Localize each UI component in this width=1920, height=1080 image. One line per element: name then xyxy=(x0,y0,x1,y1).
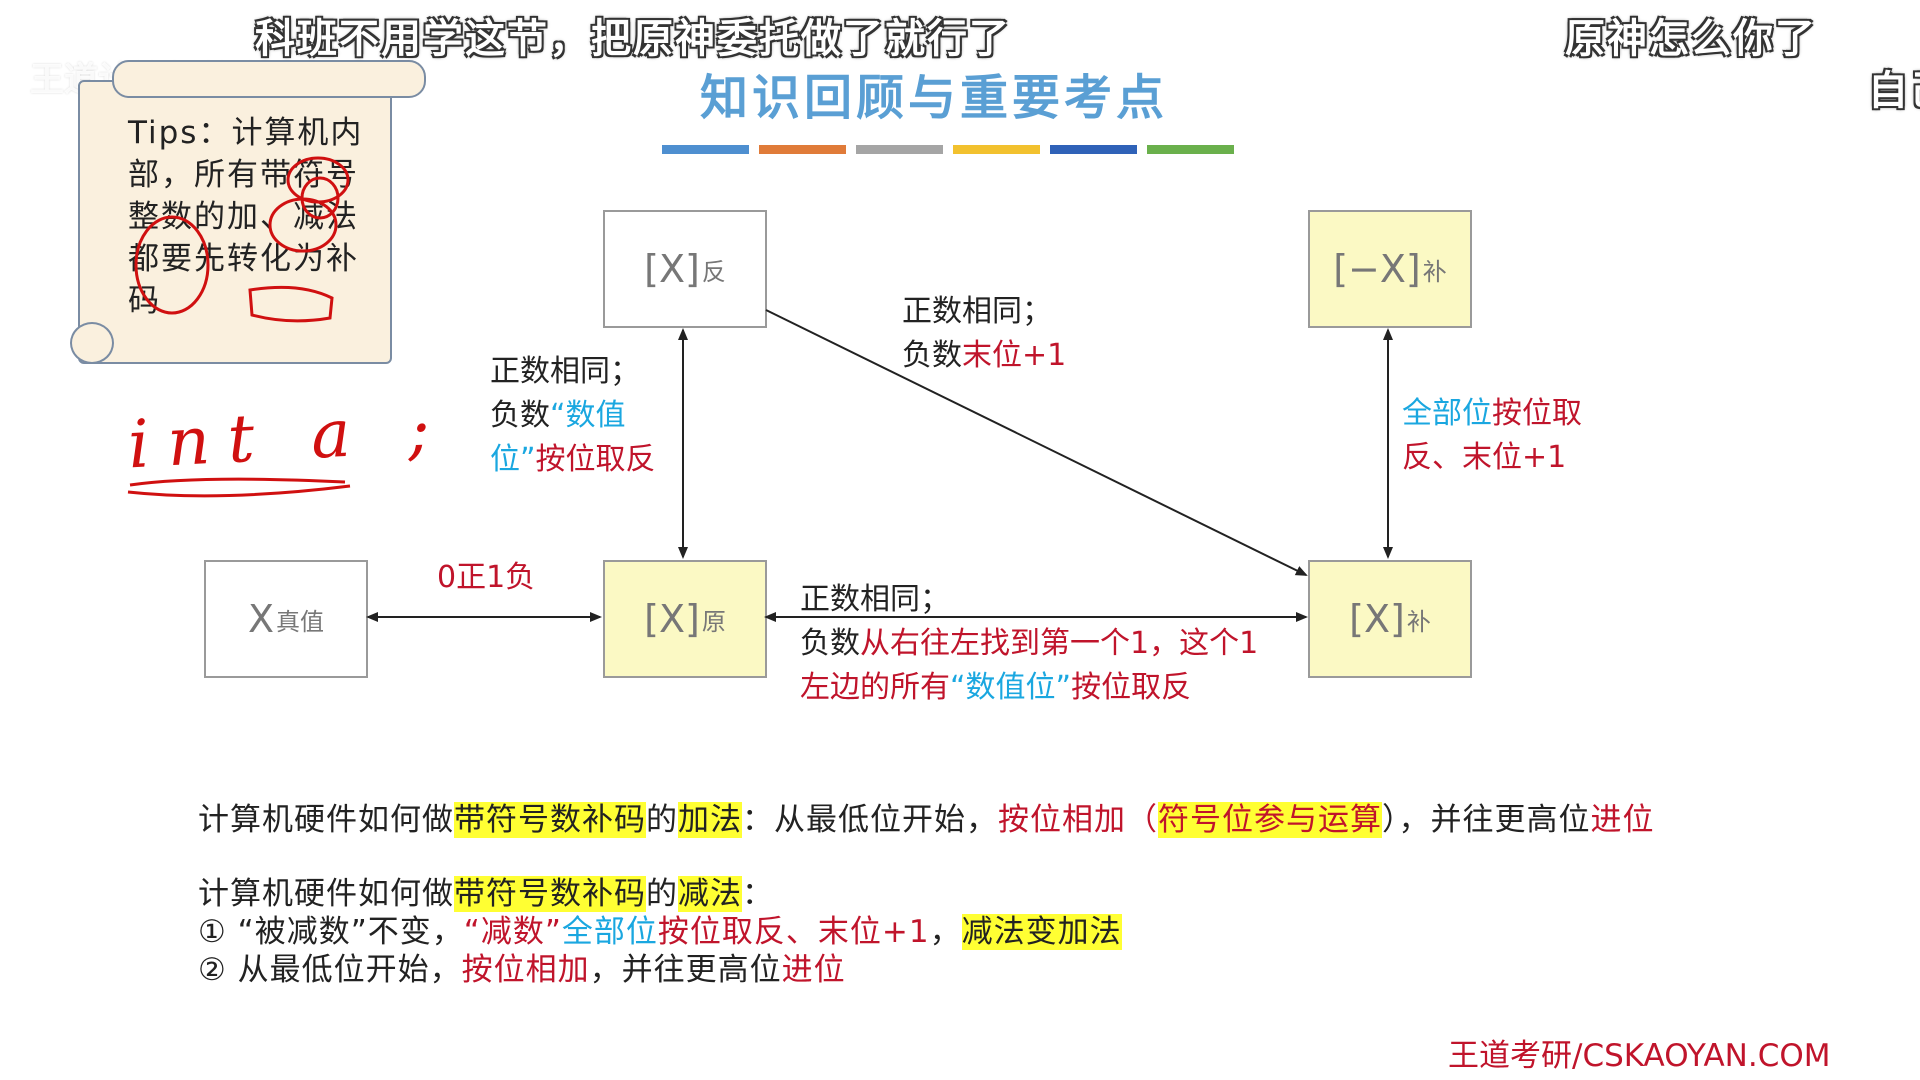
label-twos-to-neg-line1b: 按位取 xyxy=(1492,396,1582,431)
label-orig-to-twos-line3: 左边的所有“数值位”按位取反 xyxy=(800,666,1258,710)
danmaku-comment-2: 原神怎么你了 xyxy=(1565,16,1817,62)
subtraction-step2-b: 按位相加 xyxy=(461,952,590,988)
label-ones-to-twos-line2a: 负数 xyxy=(902,338,962,373)
label-orig-to-twos: 正数相同； 负数从右往左找到第一个1，这个1 左边的所有“数值位”按位取反 xyxy=(800,578,1258,710)
label-ones-to-twos: 正数相同； 负数末位+1 xyxy=(902,290,1066,378)
addition-p1: 计算机硬件如何做 xyxy=(198,802,454,838)
subtraction-p4: 减法 xyxy=(678,876,742,912)
addition-p4: 加法 xyxy=(678,802,742,838)
box-neg-twos-complement-main: [−X] xyxy=(1333,247,1421,291)
subtraction-rule: 计算机硬件如何做带符号数补码的减法： xyxy=(198,868,774,913)
deco-bar-4 xyxy=(953,145,1040,154)
deco-bar-2 xyxy=(759,145,846,154)
subtraction-step1-c: 全部位 xyxy=(561,914,658,950)
label-orig-to-ones-line3a: 位” xyxy=(490,442,536,477)
subtraction-step2-c: ，并往更高位 xyxy=(589,952,782,988)
scroll-roll-bottom xyxy=(70,322,114,364)
hand-annotations xyxy=(127,156,351,498)
addition-p8: ），并往更高位 xyxy=(1382,802,1591,838)
slide-title: 知识回顾与重要考点 xyxy=(700,70,1169,126)
box-sign-magnitude: [X]原 xyxy=(603,560,767,678)
addition-p3: 的 xyxy=(646,802,678,838)
box-ones-complement-sub: 反 xyxy=(701,257,726,286)
box-neg-twos-complement: [−X]补 xyxy=(1308,210,1472,328)
box-neg-twos-complement-sub: 补 xyxy=(1422,257,1447,286)
addition-p7: 符号位参与运算 xyxy=(1158,802,1382,838)
subtraction-step2-d: 进位 xyxy=(781,952,846,988)
subtraction-step1-b: “减数” xyxy=(463,914,562,950)
subtraction-step1-f: 减法变加法 xyxy=(961,914,1122,950)
box-twos-complement-sub: 补 xyxy=(1406,607,1431,636)
box-true-value-main: X xyxy=(247,597,275,641)
label-orig-to-twos-line1: 正数相同； xyxy=(800,582,950,617)
subtraction-p2: 带符号数补码 xyxy=(454,876,646,912)
deco-bar-6 xyxy=(1147,145,1234,154)
subtraction-step1-a: ① “被减数”不变， xyxy=(198,914,464,950)
arrow-ones-to-twos xyxy=(765,309,1308,576)
label-orig-to-twos-line2b: 从右往左找到第一个1，这个1 xyxy=(860,626,1259,661)
label-orig-to-ones: 正数相同； 负数“数值 位”按位取反 xyxy=(490,350,656,482)
subtraction-step1-d: 按位取反、末位+1 xyxy=(657,914,930,950)
label-orig-to-twos-line2: 负数从右往左找到第一个1，这个1 xyxy=(800,622,1258,666)
addition-p5: ：从最低位开始， xyxy=(742,802,998,838)
subtraction-p1: 计算机硬件如何做 xyxy=(198,876,454,912)
box-twos-complement-main: [X] xyxy=(1349,597,1405,641)
subtraction-p5: ： xyxy=(742,876,774,912)
box-ones-complement: [X]反 xyxy=(603,210,767,328)
addition-p2: 带符号数补码 xyxy=(454,802,646,838)
box-sign-magnitude-main: [X] xyxy=(644,597,700,641)
box-true-value-sub: 真值 xyxy=(276,607,325,636)
subtraction-step1: ① “被减数”不变，“减数”全部位按位取反、末位+1，减法变加法 xyxy=(198,906,1122,951)
addition-p9: 进位 xyxy=(1590,802,1655,838)
box-ones-complement-main: [X] xyxy=(644,247,700,291)
label-orig-to-twos-line3c: 按位取反 xyxy=(1071,670,1192,705)
box-twos-complement: [X]补 xyxy=(1308,560,1472,678)
subtraction-step2: ② 从最低位开始，按位相加，并往更高位进位 xyxy=(198,944,846,989)
danmaku-comment-3: 自己 xyxy=(1868,68,1920,114)
addition-rule: 计算机硬件如何做带符号数补码的加法：从最低位开始，按位相加（符号位参与运算），并… xyxy=(198,794,1655,839)
deco-bar-1 xyxy=(662,145,749,154)
addition-p6: 按位相加（ xyxy=(998,802,1158,838)
tips-label: Tips： xyxy=(128,115,232,151)
label-orig-to-ones-line3b: 按位取反 xyxy=(535,442,656,477)
label-ones-to-twos-line2: 负数末位+1 xyxy=(902,334,1066,378)
footer-brand: 王道考研/CSKAOYAN.COM xyxy=(1448,1038,1831,1074)
scroll-roll-top xyxy=(112,60,426,98)
label-ones-to-twos-line2b: 末位+1 xyxy=(962,338,1067,373)
label-twos-to-neg-line1: 全部位按位取 xyxy=(1402,392,1582,436)
label-orig-to-ones-line3: 位”按位取反 xyxy=(490,438,656,482)
label-orig-to-twos-line3a: 左边的所有 xyxy=(800,670,950,705)
box-sign-magnitude-sub: 原 xyxy=(701,607,726,636)
subtraction-step2-a: ② 从最低位开始， xyxy=(198,952,462,988)
label-twos-to-neg: 全部位按位取 反、末位+1 xyxy=(1402,392,1582,480)
deco-bar-5 xyxy=(1050,145,1137,154)
deco-bar-3 xyxy=(856,145,943,154)
label-orig-to-twos-line2a: 负数 xyxy=(800,626,860,661)
label-zero-pos-one-neg: 0正1负 xyxy=(437,560,536,595)
subtraction-step1-e: ， xyxy=(929,914,962,950)
label-twos-to-neg-line2: 反、末位+1 xyxy=(1402,440,1567,475)
label-orig-to-ones-line2: 负数“数值 xyxy=(490,394,656,438)
label-orig-to-ones-line2b: “数值 xyxy=(550,398,626,433)
label-orig-to-ones-line2a: 负数 xyxy=(490,398,550,433)
label-twos-to-neg-line1a: 全部位 xyxy=(1402,396,1492,431)
label-orig-to-ones-line1: 正数相同； xyxy=(490,354,640,389)
label-orig-to-twos-line3b: “数值位” xyxy=(950,670,1072,705)
label-ones-to-twos-line1: 正数相同； xyxy=(902,294,1052,329)
subtraction-p3: 的 xyxy=(646,876,678,912)
danmaku-comment-1: 科班不用学这节，把原神委托做了就行了 xyxy=(255,16,1011,62)
